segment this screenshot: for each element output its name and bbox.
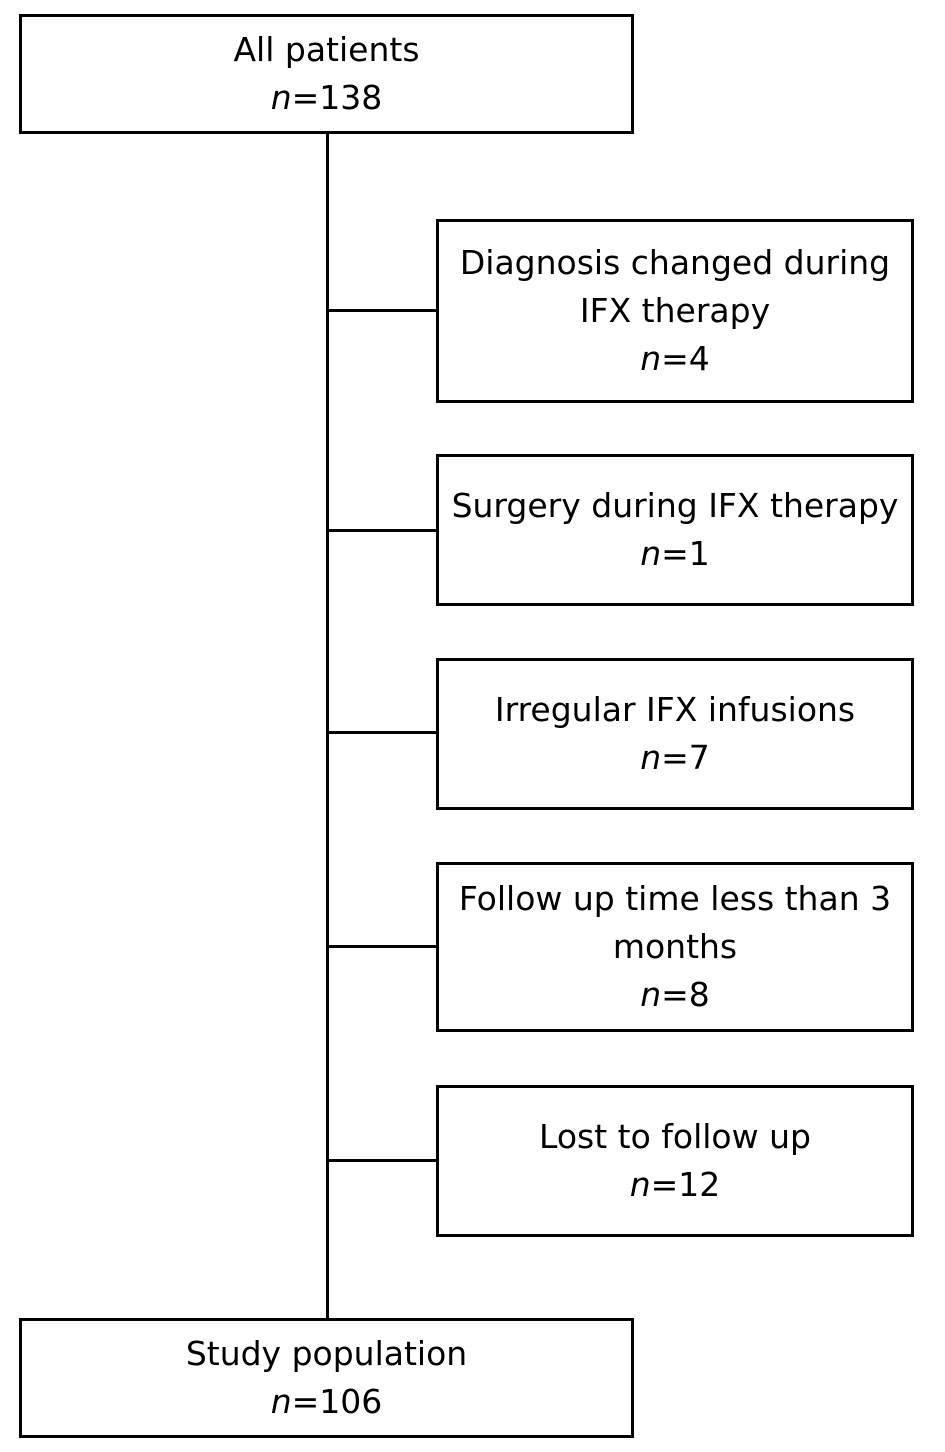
exclusion-label: Surgery during IFX therapy bbox=[451, 486, 899, 525]
branch-line-followup bbox=[326, 945, 438, 948]
exclusion-box-lost-to-followup: Lost to follow up n=12 bbox=[436, 1085, 914, 1237]
branch-line-lost bbox=[326, 1159, 438, 1162]
exclusion-label: Irregular IFX infusions bbox=[494, 690, 856, 729]
exclusion-label: Lost to follow up bbox=[539, 1117, 811, 1156]
exclusion-box-short-followup: Follow up time less than 3 months n=8 bbox=[436, 862, 914, 1032]
branch-line-surgery bbox=[326, 529, 438, 532]
all-patients-box: All patients n=138 bbox=[19, 14, 634, 134]
exclusion-count: n=12 bbox=[629, 1165, 721, 1204]
main-flow-line bbox=[326, 131, 329, 1320]
branch-line-diagnosis bbox=[326, 309, 438, 312]
exclusion-count: n=1 bbox=[640, 534, 710, 573]
study-population-count: n=106 bbox=[270, 1382, 383, 1421]
all-patients-count: n=138 bbox=[270, 78, 383, 117]
exclusion-box-diagnosis-changed: Diagnosis changed during IFX therapy n=4 bbox=[436, 219, 914, 403]
exclusion-count: n=7 bbox=[640, 738, 710, 777]
exclusion-count: n=4 bbox=[640, 339, 710, 378]
branch-line-irregular bbox=[326, 731, 438, 734]
study-population-label: Study population bbox=[185, 1334, 468, 1373]
study-population-box: Study population n=106 bbox=[19, 1318, 634, 1438]
exclusion-box-surgery: Surgery during IFX therapy n=1 bbox=[436, 454, 914, 606]
all-patients-label: All patients bbox=[233, 30, 420, 69]
exclusion-count: n=8 bbox=[640, 975, 710, 1014]
exclusion-label: Diagnosis changed during IFX therapy bbox=[459, 243, 891, 330]
exclusion-label: Follow up time less than 3 months bbox=[458, 879, 892, 966]
exclusion-box-irregular-infusions: Irregular IFX infusions n=7 bbox=[436, 658, 914, 810]
